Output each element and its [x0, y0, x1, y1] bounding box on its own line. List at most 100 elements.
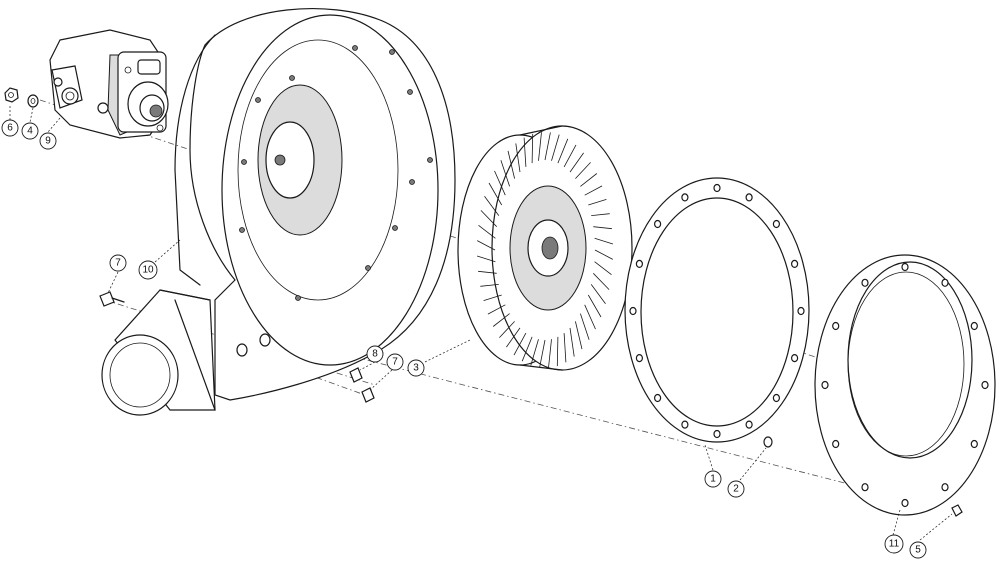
- bolt-hole: [821, 380, 829, 390]
- hydraulic-motor: [49, 29, 169, 139]
- bolt-hole: [941, 483, 949, 492]
- impeller-blade: [557, 138, 569, 164]
- impeller-blade: [591, 213, 610, 216]
- impeller-blade: [521, 336, 533, 362]
- impeller-blade: [594, 237, 614, 245]
- bolt-hole: [713, 429, 721, 439]
- callout-10: 10: [138, 260, 158, 280]
- gasket-ring: [624, 177, 810, 448]
- impeller-blade: [478, 270, 497, 274]
- callout-5: 5: [909, 541, 927, 559]
- callout-9: 9: [39, 132, 57, 150]
- impeller-blade: [575, 321, 583, 350]
- callout-label: 11: [889, 539, 900, 550]
- impeller-blade: [563, 144, 577, 168]
- impeller-blade: [588, 199, 607, 206]
- bolt-hole: [681, 193, 689, 202]
- impeller-blade: [483, 294, 502, 301]
- bolt-hole: [901, 498, 909, 508]
- bolt-hole: [790, 259, 799, 268]
- impeller-blade: [513, 332, 527, 356]
- bolt-hole: [653, 393, 662, 403]
- impeller-blade: [584, 185, 603, 196]
- impeller-blade: [593, 226, 612, 230]
- callout-label: 6: [7, 123, 13, 134]
- bolt-hole: [901, 262, 909, 272]
- callout-3: 3: [407, 359, 425, 377]
- impeller-blade: [594, 261, 612, 276]
- impeller-blade: [556, 336, 559, 367]
- impeller-blade: [548, 339, 552, 368]
- impeller-wheel: [457, 125, 633, 371]
- impeller-blade: [499, 321, 515, 338]
- nut-and-washer: [4, 87, 39, 108]
- impeller-blade: [477, 240, 496, 251]
- callout-label: 7: [392, 357, 398, 368]
- bolt-hole: [981, 380, 989, 390]
- impeller-blade: [580, 173, 598, 187]
- impeller-blade: [594, 249, 613, 260]
- callout-label: 3: [413, 363, 419, 374]
- leader-lines: [9, 106, 953, 541]
- impeller-blade: [569, 152, 584, 173]
- callout-label: 2: [733, 484, 739, 495]
- bolt-hole: [772, 393, 781, 403]
- bolt-hole: [832, 321, 840, 331]
- inlet-ring-plate: [814, 254, 996, 517]
- bolt-hole: [713, 183, 721, 193]
- impeller-blade: [551, 134, 560, 161]
- impeller-blade: [480, 210, 497, 227]
- plate-bolt-holes: [821, 262, 989, 508]
- callout-7b: 7: [386, 353, 404, 371]
- impeller-blade: [538, 132, 542, 161]
- impeller-blade: [478, 224, 496, 239]
- callout-2: 2: [727, 480, 745, 498]
- impeller-blade: [506, 327, 521, 348]
- bolt-hole: [653, 219, 662, 229]
- callout-label: 5: [915, 545, 921, 556]
- callout-label: 1: [710, 474, 716, 485]
- bolt-hole: [745, 420, 753, 429]
- impeller-blade: [476, 255, 496, 263]
- bolt-hole: [745, 193, 753, 202]
- bolt-hole: [970, 439, 978, 449]
- impeller-blade: [530, 339, 539, 366]
- impeller-blade: [523, 137, 527, 167]
- callout-label: 9: [45, 136, 51, 147]
- impeller-blade: [487, 304, 506, 315]
- bolt-hole: [832, 439, 840, 449]
- bolt-hole: [861, 278, 869, 287]
- callout-11: 11: [884, 534, 904, 554]
- bolt-hole: [772, 219, 781, 229]
- impeller-blade: [484, 196, 500, 216]
- bolt-hole: [635, 259, 644, 268]
- impeller-blade: [500, 160, 510, 187]
- callout-label: 10: [142, 265, 154, 276]
- bolt-hole: [941, 278, 949, 287]
- impeller-blade: [563, 333, 567, 363]
- impeller-blade: [494, 170, 506, 196]
- callout-7a: 7: [109, 254, 127, 272]
- impeller-blade: [531, 133, 534, 164]
- impeller-blade: [593, 273, 610, 290]
- impeller-blade: [584, 304, 596, 330]
- callout-8: 8: [366, 345, 384, 363]
- impeller-blade: [580, 313, 590, 340]
- bolt-hole: [681, 420, 689, 429]
- bolt-hole: [635, 354, 644, 363]
- impeller-blade: [507, 150, 515, 179]
- impeller-blade: [575, 162, 591, 179]
- impeller-blade: [539, 339, 546, 368]
- blower-housing: [101, 8, 456, 416]
- bolt-hole: [790, 354, 799, 363]
- impeller-blade: [569, 327, 575, 357]
- impeller-blade: [492, 313, 510, 327]
- bolt-hole: [970, 321, 978, 331]
- impeller-blade: [515, 143, 521, 173]
- impeller-blade: [587, 294, 602, 318]
- callout-4: 4: [21, 122, 39, 140]
- callout-label: 8: [372, 349, 378, 360]
- bolt-hole: [797, 306, 805, 316]
- callout-label: 4: [27, 126, 33, 137]
